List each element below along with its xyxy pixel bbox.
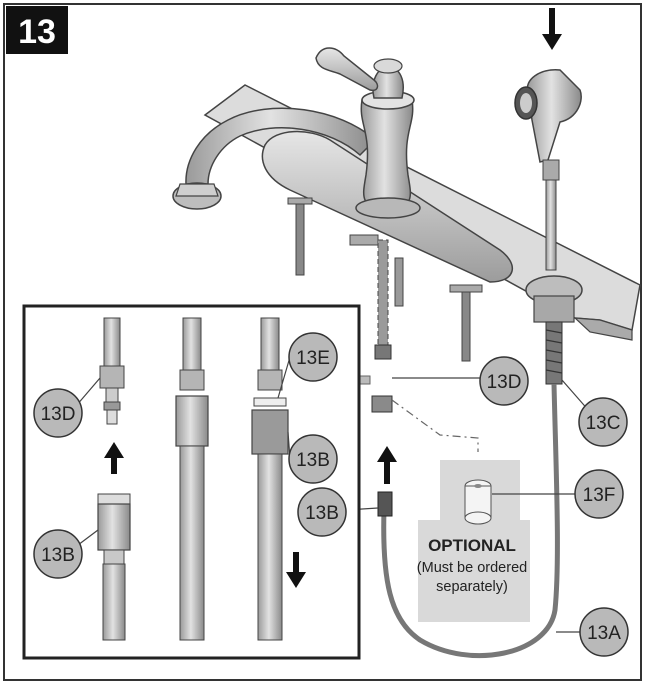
callout-main-13d: 13D (479, 356, 529, 406)
side-sprayer (514, 69, 583, 385)
svg-text:13B: 13B (305, 503, 339, 524)
svg-text:13B: 13B (41, 545, 75, 566)
inset-assembled-hose (175, 317, 209, 641)
svg-text:13C: 13C (586, 413, 621, 434)
callout-main-13a: 13A (579, 607, 629, 657)
inset-down-arrow-icon (286, 552, 306, 588)
callout-main-13c: 13C (578, 397, 628, 447)
up-arrow-icon (377, 446, 397, 484)
faucet-body (355, 65, 421, 219)
inset-coupler-13b (97, 493, 131, 641)
callout-inset-13b-right: 13B (288, 434, 338, 484)
callout-inset-13d: 13D (33, 388, 83, 438)
optional-line-1: (Must be ordered (417, 560, 527, 576)
inset-up-arrow-icon (104, 442, 124, 474)
callout-inset-13b-left: 13B (33, 529, 83, 579)
optional-part-box: OPTIONAL (Must be ordered separately) (417, 460, 530, 622)
callout-main-13f: 13F (574, 469, 624, 519)
svg-text:13D: 13D (487, 372, 522, 393)
faucet-lever-handle (315, 47, 403, 92)
svg-text:13B: 13B (296, 450, 330, 471)
inset-hose-13e (251, 317, 289, 641)
step-number: 13 (18, 13, 56, 51)
optional-title: OPTIONAL (428, 536, 516, 555)
svg-text:13F: 13F (583, 485, 616, 506)
svg-text:13E: 13E (296, 348, 330, 369)
mounting-studs (287, 197, 483, 362)
svg-text:13A: 13A (587, 623, 621, 644)
svg-text:13D: 13D (41, 404, 76, 425)
optional-guide-line (391, 399, 479, 452)
callout-main-13b: 13B (297, 487, 347, 537)
hose-end-fitting (377, 491, 393, 517)
spray-hose (381, 383, 560, 659)
step-badge: 13 (6, 6, 68, 54)
down-arrow-icon (542, 8, 562, 50)
callout-inset-13e: 13E (288, 332, 338, 382)
optional-line-2: separately) (436, 579, 508, 595)
faucet-spout (172, 107, 377, 210)
inset-fitting-13d (99, 317, 125, 425)
